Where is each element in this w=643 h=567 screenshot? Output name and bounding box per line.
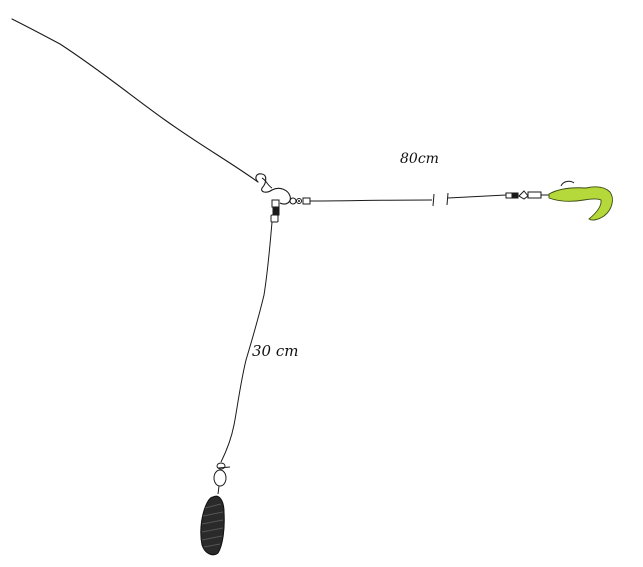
lure-swivel (505, 190, 550, 200)
dropper-line (220, 221, 273, 463)
three-way-swivel (255, 173, 311, 223)
leader-line-continued (447, 194, 507, 199)
line-break (432, 192, 449, 207)
soft-grub-lure (548, 180, 613, 221)
sinker (200, 495, 225, 556)
leader-line (309, 199, 433, 202)
main-line (11, 18, 259, 183)
sinker-swivel (213, 462, 231, 495)
dropper-length-label: 30 cm (252, 342, 298, 360)
leader-length-label: 80cm (400, 151, 439, 167)
